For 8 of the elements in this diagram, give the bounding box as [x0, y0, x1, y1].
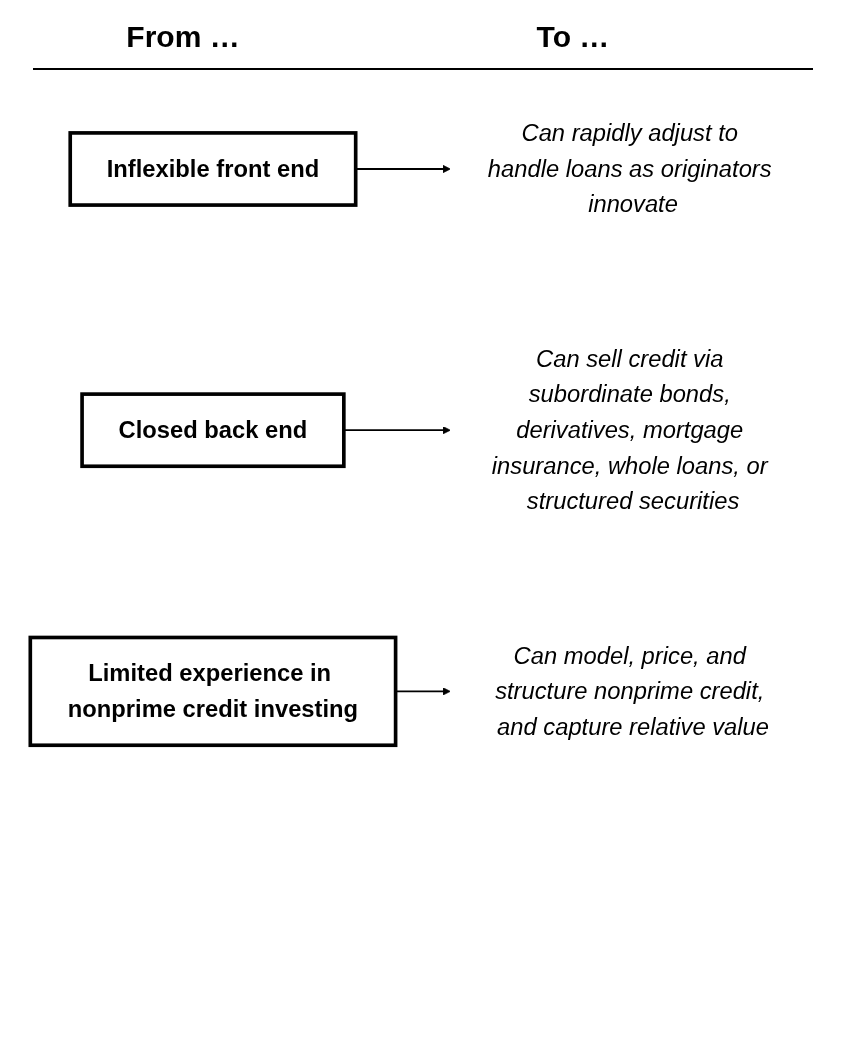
node-text: Can rapidly adjust to handle loans as originators innovate: [487, 119, 772, 218]
column-heading: To …: [535, 20, 611, 54]
node-box: Closed back end: [80, 392, 346, 469]
column-heading: From …: [125, 20, 241, 54]
node-text: Can sell credit via subordinate bonds, derivatives, mortgage insurance, whole loans, or structured securities: [491, 344, 768, 515]
node-box: Limited experience in nonprime credit investing: [28, 635, 398, 748]
node-box: Inflexible front end: [68, 131, 358, 207]
node-text: Can model, price, and structure nonprime credit, and capture relative value: [495, 641, 769, 741]
